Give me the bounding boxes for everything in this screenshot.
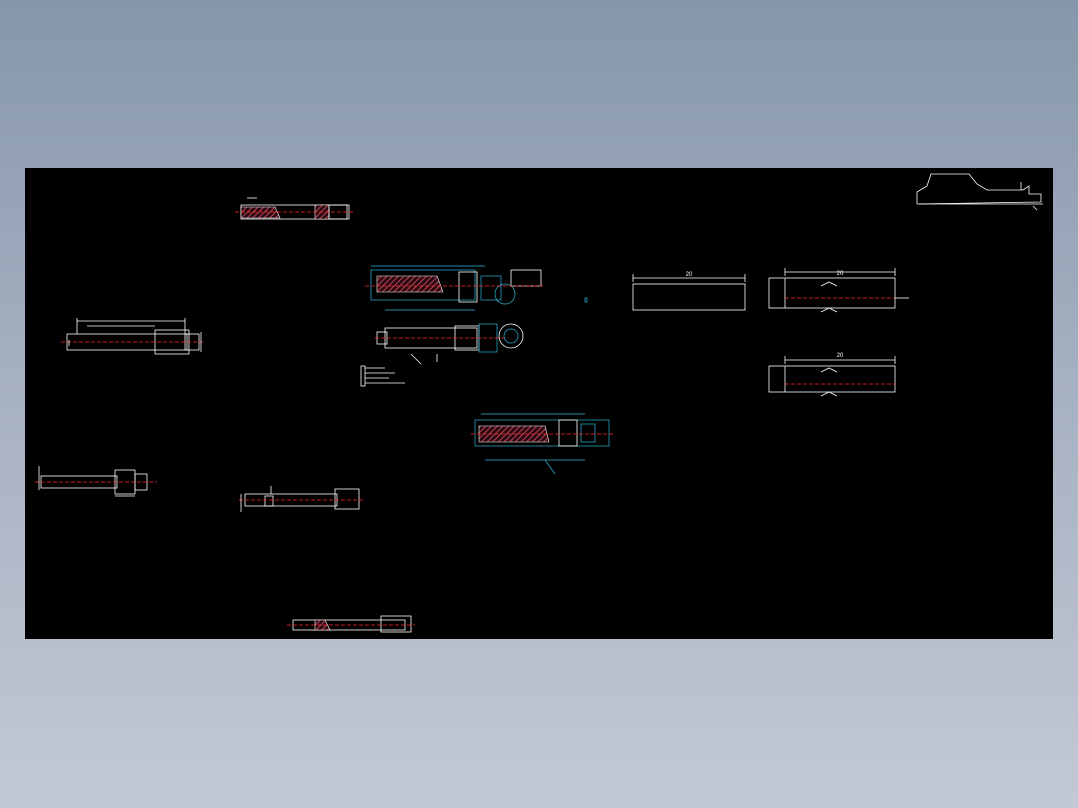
shaft-part-7: [287, 615, 415, 633]
profile-sketch: [916, 173, 1043, 211]
cad-drawing-viewport[interactable]: 20 20 20: [25, 168, 1053, 639]
shaft-part-1: [235, 197, 355, 220]
shaft-part-6: [239, 486, 365, 512]
shaft-part-5: [35, 466, 157, 497]
block-view-bottom-right: 20: [768, 353, 896, 397]
shaft-assembly-center: [360, 265, 545, 387]
dimension-label: 20: [837, 271, 844, 277]
block-view-top-left: 20: [632, 272, 746, 311]
dimension-label: 20: [837, 353, 844, 359]
marker-point: [584, 297, 588, 303]
cad-drawing-canvas[interactable]: 20 20 20: [25, 168, 1053, 639]
dimension-label: 20: [686, 272, 693, 278]
block-view-top-right: 20: [768, 268, 909, 313]
shaft-assembly-lower: [471, 413, 615, 475]
shaft-part-2: [61, 318, 205, 355]
